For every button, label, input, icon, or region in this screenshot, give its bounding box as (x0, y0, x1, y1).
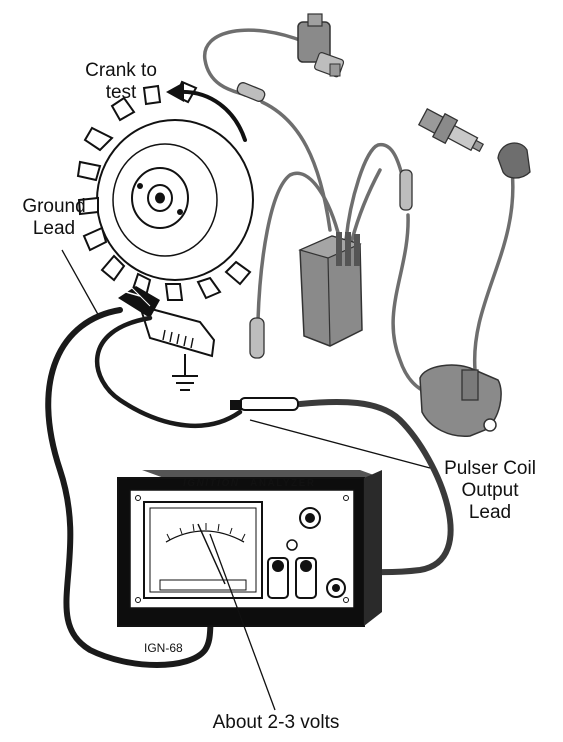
ignition-analyzer (118, 470, 382, 626)
pulser-coil-output-lead-label: Pulser Coil Output Lead (424, 458, 556, 524)
coil-lead-terminal-icon (250, 318, 264, 358)
analyzer-model: IGN-68 (144, 641, 183, 655)
ground-symbol-icon (172, 354, 198, 390)
analyzer-knob-icon (300, 508, 320, 528)
ground-lead-label: Ground Lead (6, 196, 102, 240)
analyzer-brand-italic: IGNITION (183, 478, 239, 489)
crank-label-line2: test (66, 82, 176, 104)
toggle-switch-icon (298, 14, 344, 78)
spark-plug-icon (417, 105, 487, 159)
coil-wire-right (352, 170, 380, 240)
ground-label-line2: Lead (6, 218, 102, 240)
pulser-connector-icon (230, 398, 298, 410)
coil-terminal-icon (400, 170, 412, 210)
crank-to-test-label: Crank to test (66, 60, 176, 104)
ground-lead-pointer (62, 250, 100, 318)
flywheel-icon (78, 82, 253, 300)
analyzer-jack-right-icon (296, 558, 316, 598)
analyzer-ground-post-icon (327, 579, 345, 597)
switch-wire (205, 30, 305, 95)
analyzer-top (142, 470, 382, 478)
plug-wire (475, 170, 513, 370)
ignition-module-icon (420, 365, 501, 436)
pulser-label-line2: Output (424, 480, 556, 502)
ignition-coil-icon (300, 232, 362, 346)
indicator-lamp-icon (287, 540, 297, 550)
switch-connector-icon (236, 81, 266, 103)
ground-label-line1: Ground (6, 196, 102, 218)
about-volts-label: About 2-3 volts (188, 712, 364, 734)
pulser-label-line1: Pulser Coil (424, 458, 556, 480)
pulser-label-line3: Lead (424, 502, 556, 524)
analyzer-brand-plain: ANALYZER (250, 478, 316, 489)
analyzer-jack-left-icon (268, 558, 288, 598)
crank-label-line1: Crank to (66, 60, 176, 82)
plug-boot-icon (498, 143, 530, 178)
